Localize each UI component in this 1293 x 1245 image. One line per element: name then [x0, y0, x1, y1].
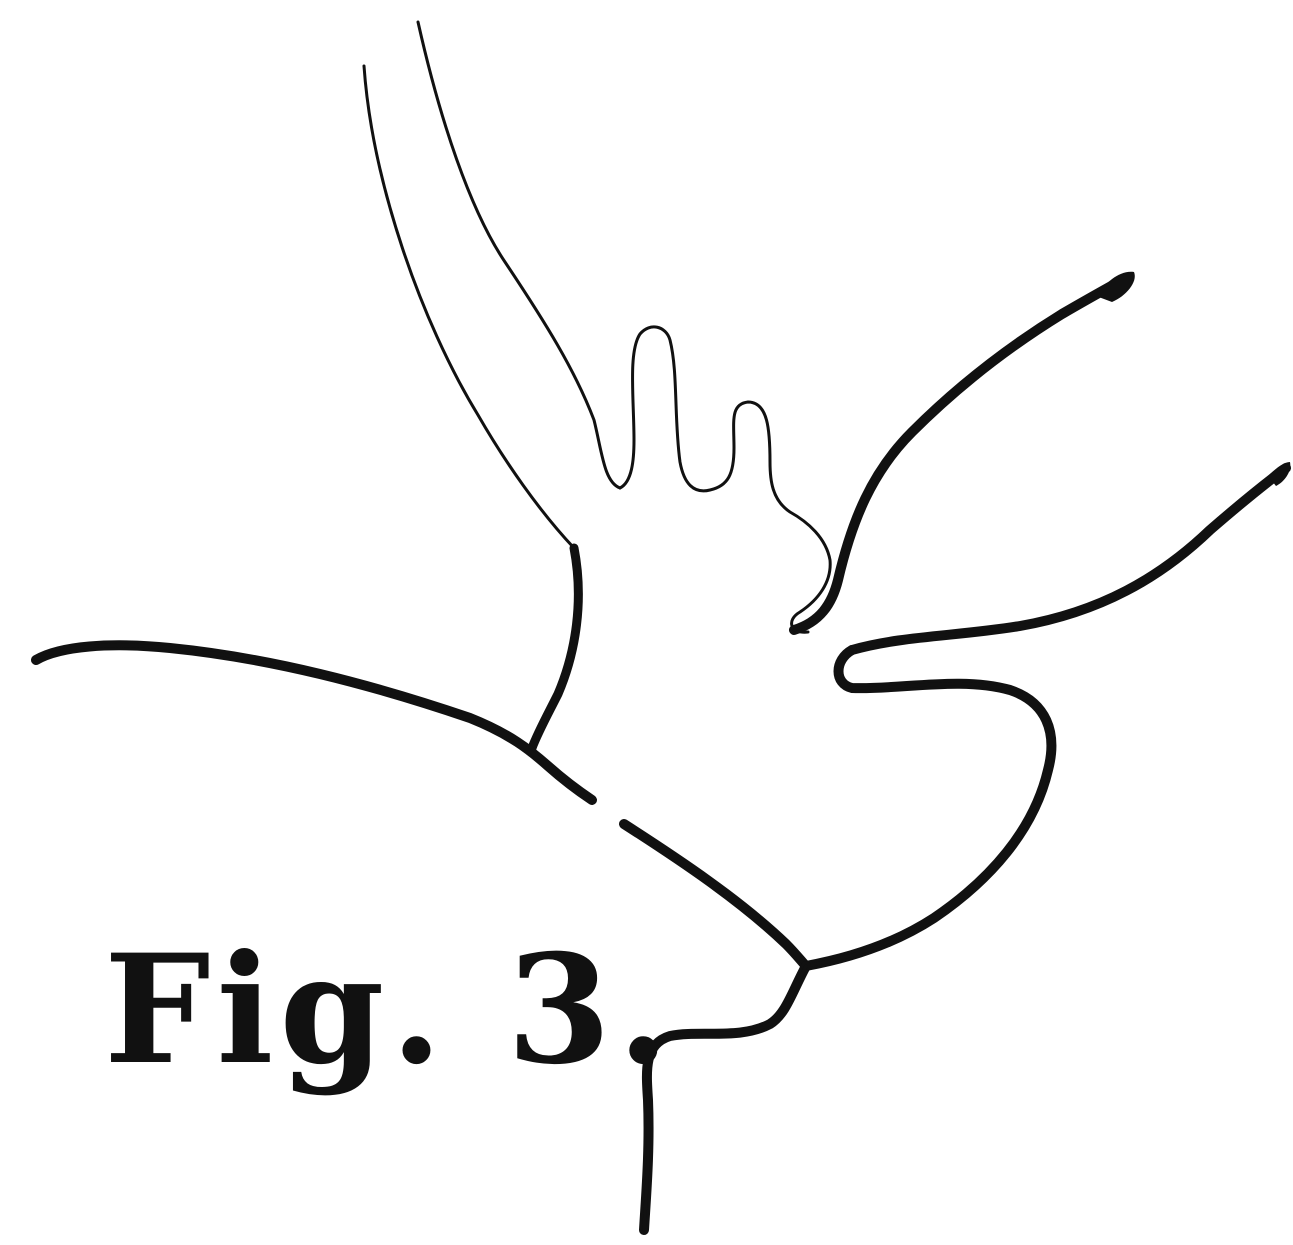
- upper-right-antenna: [794, 280, 1122, 630]
- body-lobes-outline: [620, 327, 830, 632]
- left-branch: [36, 645, 592, 800]
- right-loop-arm: [806, 650, 1051, 966]
- trunk-left-outline: [364, 66, 574, 548]
- lower-right-antenna-inner: [852, 468, 1286, 650]
- trunk-right-outline: [418, 22, 620, 488]
- left-support-arm-inner: [532, 548, 578, 748]
- lower-right-antenna: [852, 468, 1286, 650]
- figure-caption: Fig. 3.: [104, 935, 675, 1085]
